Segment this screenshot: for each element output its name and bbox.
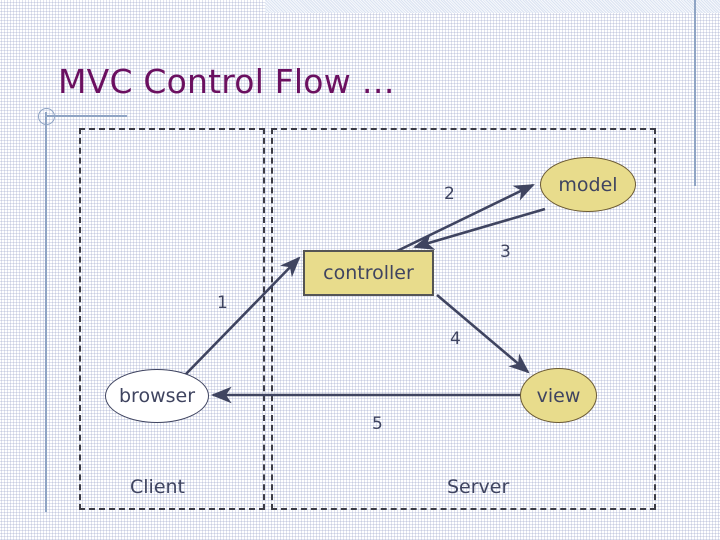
step-label-3: 3 [500,242,511,262]
zone-box-client [79,128,265,510]
left-accent-horizontal-line [45,115,127,117]
node-browser-label: browser [118,385,196,407]
left-accent-circle-icon [38,108,55,125]
page-title: MVC Control Flow … [58,62,395,101]
left-accent-vertical-line [45,112,47,512]
top-decorative-band [265,0,720,13]
node-view[interactable]: view [520,368,597,423]
node-controller-label: controller [323,262,414,284]
step-label-1: 1 [217,293,228,313]
node-model-label: model [558,173,618,196]
node-controller[interactable]: controller [303,250,434,296]
right-accent-vertical-line [694,0,696,186]
zone-label-server: Server [447,476,510,498]
node-view-label: view [536,384,581,407]
node-browser[interactable]: browser [105,369,209,423]
node-model[interactable]: model [540,157,636,212]
step-label-4: 4 [450,329,461,349]
step-label-2: 2 [444,184,455,204]
zone-label-client: Client [130,476,186,498]
step-label-5: 5 [372,414,383,434]
